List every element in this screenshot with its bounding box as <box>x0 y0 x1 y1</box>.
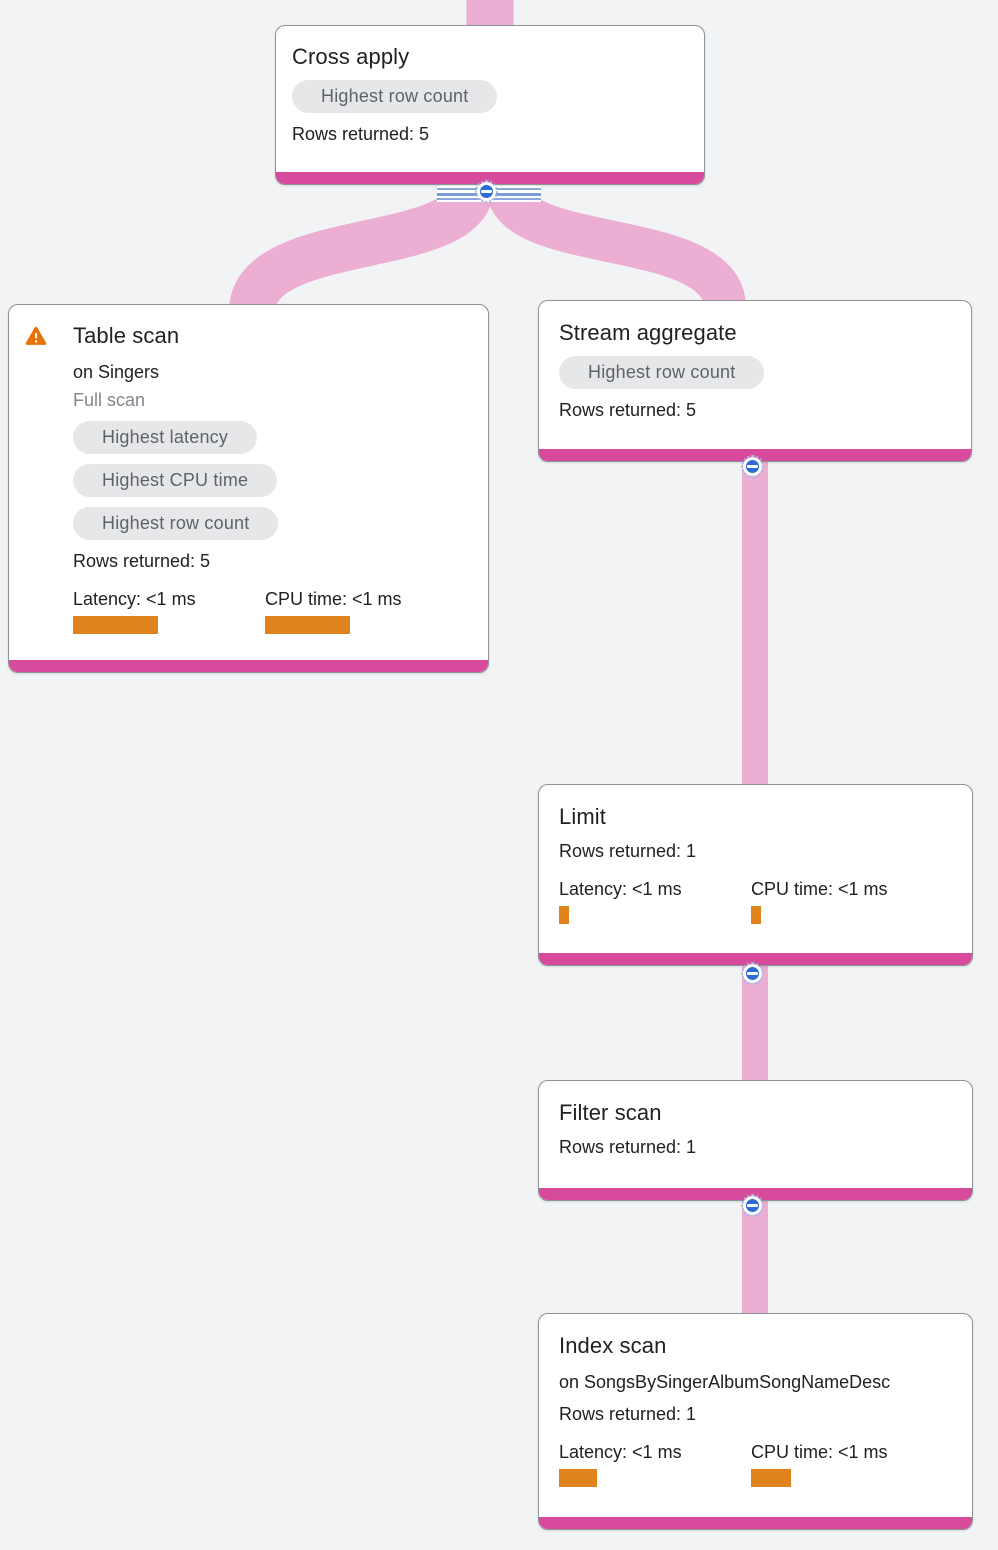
latency-bar <box>73 616 158 634</box>
cpu-time-label: CPU time: <1 ms <box>751 879 888 899</box>
badge-highest-row-count: Highest row count <box>292 80 498 113</box>
metrics: Latency: <1 ms CPU time: <1 ms <box>559 878 952 924</box>
rows-returned: Rows returned: 1 <box>559 1137 697 1157</box>
rows-returned: Rows returned: 5 <box>73 551 211 571</box>
minus-icon <box>747 465 758 468</box>
node-title: Cross apply <box>292 44 410 69</box>
collapse-button-cross-apply[interactable] <box>475 180 498 203</box>
latency-metric: Latency: <1 ms <box>559 1441 751 1487</box>
rows-returned: Rows returned: 1 <box>559 841 697 861</box>
node-title: Index scan <box>559 1333 667 1358</box>
latency-label: Latency: <1 ms <box>73 589 196 609</box>
plan-node-index-scan[interactable]: Index scan on SongsBySingerAlbumSongName… <box>538 1313 973 1530</box>
badge-row: Highest row count <box>292 80 688 113</box>
plan-node-filter-scan[interactable]: Filter scan Rows returned: 1 <box>538 1080 973 1201</box>
edge-cross-apply-to-table-scan <box>229 182 494 315</box>
edge-cross-apply-to-stream-aggregate <box>486 182 746 311</box>
latency-bar <box>559 1469 597 1487</box>
latency-label: Latency: <1 ms <box>559 879 682 899</box>
node-footer-bar <box>276 172 704 184</box>
plan-node-table-scan[interactable]: Table scan on Singers Full scan Highest … <box>8 304 489 673</box>
collapse-button-filter-scan[interactable] <box>741 1194 764 1217</box>
badge-row: Highest row count <box>559 356 951 389</box>
node-title: Limit <box>559 804 606 829</box>
badge-highest-cpu-time: Highest CPU time <box>73 464 278 497</box>
cpu-time-label: CPU time: <1 ms <box>265 589 402 609</box>
cpu-time-label: CPU time: <1 ms <box>751 1442 888 1462</box>
badge-highest-row-count: Highest row count <box>73 507 279 540</box>
minus-icon <box>481 190 492 193</box>
plan-node-stream-aggregate[interactable]: Stream aggregate Highest row count Rows … <box>538 300 972 462</box>
node-subtitle: on Singers <box>73 362 160 382</box>
cpu-time-bar <box>751 906 761 924</box>
warning-icon <box>25 326 47 346</box>
node-footer-bar <box>9 660 488 672</box>
plan-node-cross-apply[interactable]: Cross apply Highest row count Rows retur… <box>275 25 705 185</box>
cpu-time-bar <box>265 616 350 634</box>
node-footer-bar <box>539 1188 972 1200</box>
latency-metric: Latency: <1 ms <box>559 878 751 924</box>
node-subtitle: on SongsBySingerAlbumSongNameDesc <box>559 1372 891 1392</box>
badge-row: Highest latency <box>73 421 472 454</box>
node-note: Full scan <box>73 390 146 410</box>
plan-node-limit[interactable]: Limit Rows returned: 1 Latency: <1 ms CP… <box>538 784 973 966</box>
cpu-time-bar <box>751 1469 791 1487</box>
node-title: Table scan <box>73 323 180 348</box>
cpu-time-metric: CPU time: <1 ms <box>751 878 943 924</box>
rows-returned: Rows returned: 5 <box>292 124 430 144</box>
latency-bar <box>559 906 569 924</box>
node-footer-bar <box>539 449 971 461</box>
minus-icon <box>747 1204 758 1207</box>
node-footer-bar <box>539 1517 972 1529</box>
node-footer-bar <box>539 953 972 965</box>
cpu-time-metric: CPU time: <1 ms <box>265 588 457 634</box>
node-title: Filter scan <box>559 1100 662 1125</box>
badge-row: Highest row count <box>73 507 472 540</box>
collapse-button-limit[interactable] <box>741 962 764 985</box>
node-title: Stream aggregate <box>559 320 737 345</box>
badge-highest-row-count: Highest row count <box>559 356 765 389</box>
metrics: Latency: <1 ms CPU time: <1 ms <box>559 1441 952 1487</box>
badge-row: Highest CPU time <box>73 464 472 497</box>
minus-icon <box>747 972 758 975</box>
badge-highest-latency: Highest latency <box>73 421 258 454</box>
latency-metric: Latency: <1 ms <box>73 588 265 634</box>
collapse-button-stream-aggregate[interactable] <box>741 455 764 478</box>
metrics: Latency: <1 ms CPU time: <1 ms <box>73 588 472 634</box>
rows-returned: Rows returned: 1 <box>559 1404 697 1424</box>
latency-label: Latency: <1 ms <box>559 1442 682 1462</box>
cpu-time-metric: CPU time: <1 ms <box>751 1441 943 1487</box>
rows-returned: Rows returned: 5 <box>559 400 697 420</box>
